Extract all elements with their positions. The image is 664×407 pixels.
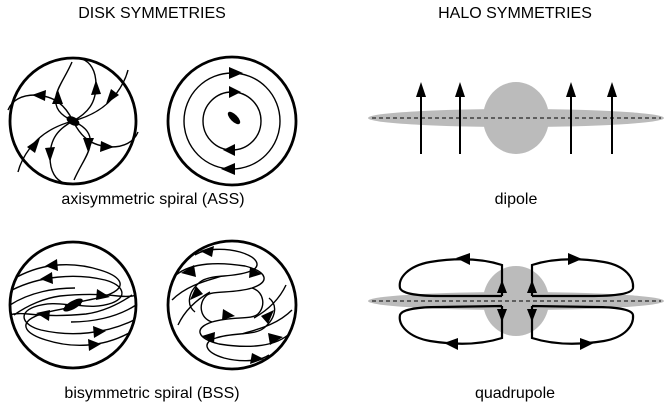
ass-ring-center bbox=[227, 111, 241, 125]
quadrupole-arrows bbox=[444, 253, 594, 350]
dipole-caption: dipole bbox=[494, 191, 538, 208]
ass-spiral-arrows bbox=[27, 80, 119, 162]
ass-spiral-center bbox=[66, 116, 80, 126]
disk-symmetries-heading: DISK SYMMETRIES bbox=[78, 5, 226, 22]
ass-ring-inner bbox=[202, 91, 262, 151]
bss-caption: bisymmetric spiral (BSS) bbox=[64, 385, 240, 402]
halo-symmetries-heading: HALO SYMMETRIES bbox=[438, 5, 592, 22]
quadrupole-field-loops bbox=[398, 258, 635, 345]
dipole-halo bbox=[368, 82, 664, 154]
ass-spiral-outline bbox=[8, 56, 138, 186]
bss-right-arrows bbox=[181, 246, 283, 364]
ass-ring-disk bbox=[166, 55, 298, 187]
ass-ring-outer bbox=[183, 72, 281, 170]
dipole-field-arrows bbox=[416, 82, 617, 154]
ass-spiral-disk bbox=[7, 56, 139, 186]
ass-ring-arrows bbox=[221, 67, 243, 175]
bss-left-center bbox=[63, 298, 83, 312]
quadrupole-halo bbox=[368, 253, 664, 350]
bss-disk-left bbox=[8, 240, 138, 370]
ass-caption: axisymmetric spiral (ASS) bbox=[61, 191, 245, 208]
bss-right-field-lines bbox=[171, 248, 293, 362]
bss-left-arrows bbox=[36, 259, 110, 351]
bss-right-outline bbox=[166, 239, 298, 371]
quadrupole-caption: quadrupole bbox=[474, 385, 556, 402]
ass-ring-outline bbox=[166, 55, 298, 187]
bss-disk-right bbox=[166, 239, 298, 371]
